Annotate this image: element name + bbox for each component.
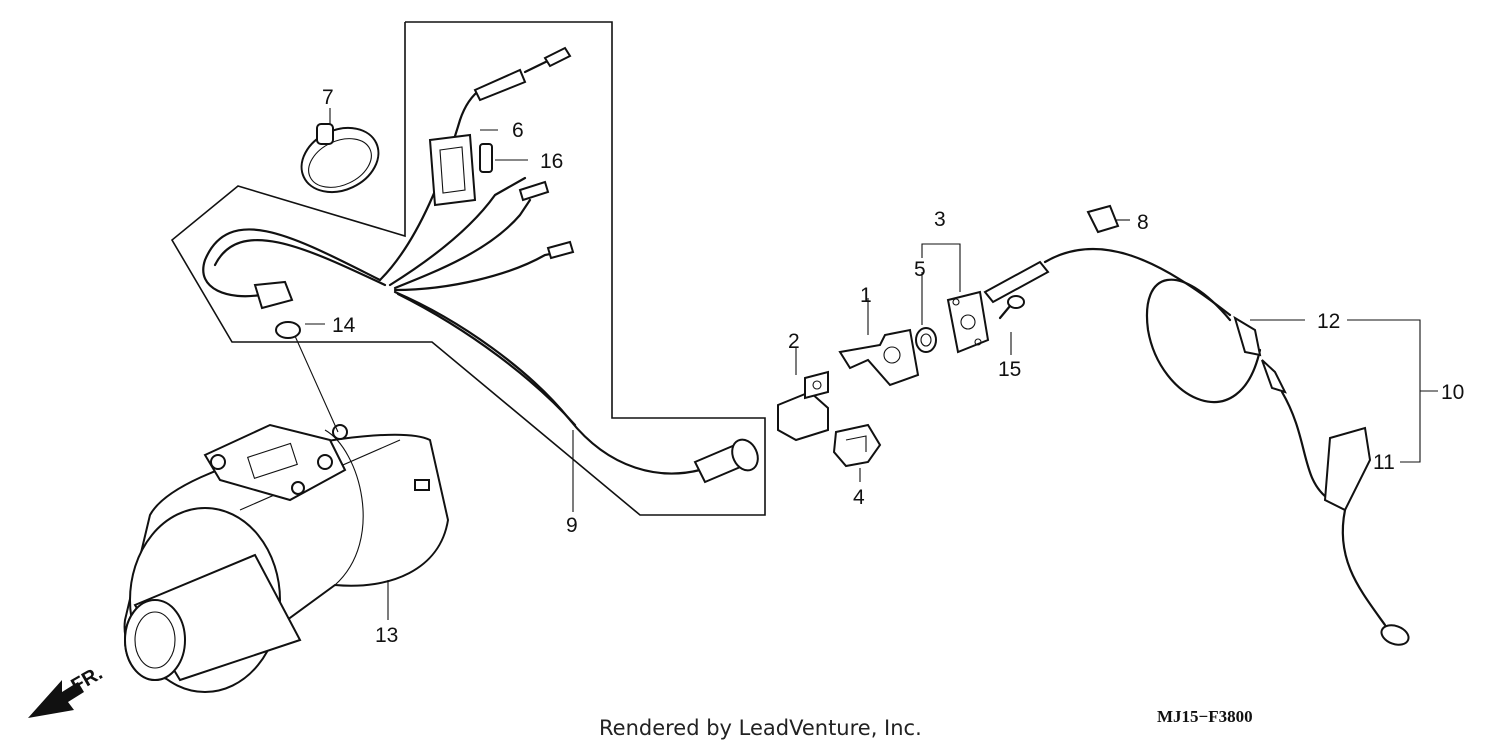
wire-harness: [202, 46, 759, 484]
leader-lines: [305, 108, 1438, 620]
bolt-part-15: [998, 295, 1025, 320]
callout-8: 8: [1137, 211, 1149, 234]
callout-labels: 1 2 3 4 5 6 7 8 9 10 11 12 13 14 15 16: [322, 86, 1464, 647]
credit-text: Rendered by LeadVenture, Inc.: [599, 716, 922, 740]
stay-part-1: [838, 328, 920, 387]
diagram-code: MJ15−F3800: [1157, 707, 1253, 726]
callout-3: 3: [934, 208, 946, 231]
callout-10: 10: [1441, 381, 1464, 404]
callout-14: 14: [332, 314, 356, 337]
callout-15: 15: [998, 358, 1021, 381]
plate-part-3: [946, 290, 990, 354]
callout-7: 7: [322, 86, 334, 109]
clip-part-4: [832, 423, 882, 468]
callout-16: 16: [540, 150, 563, 173]
grommet-part-5: [915, 327, 937, 353]
callout-5: 5: [914, 258, 926, 281]
callout-4: 4: [853, 486, 865, 509]
callout-12: 12: [1317, 310, 1340, 333]
clip-part-8: [1086, 204, 1120, 234]
callout-2: 2: [788, 330, 800, 353]
callout-11: 11: [1373, 451, 1395, 474]
sensor-assembly: [983, 247, 1410, 646]
filter-housing-part-13: [123, 423, 450, 693]
callout-9: 9: [566, 514, 578, 537]
bracket-part-2: [777, 370, 829, 442]
fuse-part-16: [479, 143, 493, 173]
callout-13: 13: [375, 624, 398, 647]
band-clamp-part-7: [300, 123, 380, 194]
callout-6: 6: [512, 119, 524, 142]
callout-1: 1: [860, 284, 872, 307]
washer-part-14: [275, 321, 301, 339]
front-direction-arrow: FR.: [28, 662, 106, 718]
harness-group-outline: [170, 21, 766, 516]
